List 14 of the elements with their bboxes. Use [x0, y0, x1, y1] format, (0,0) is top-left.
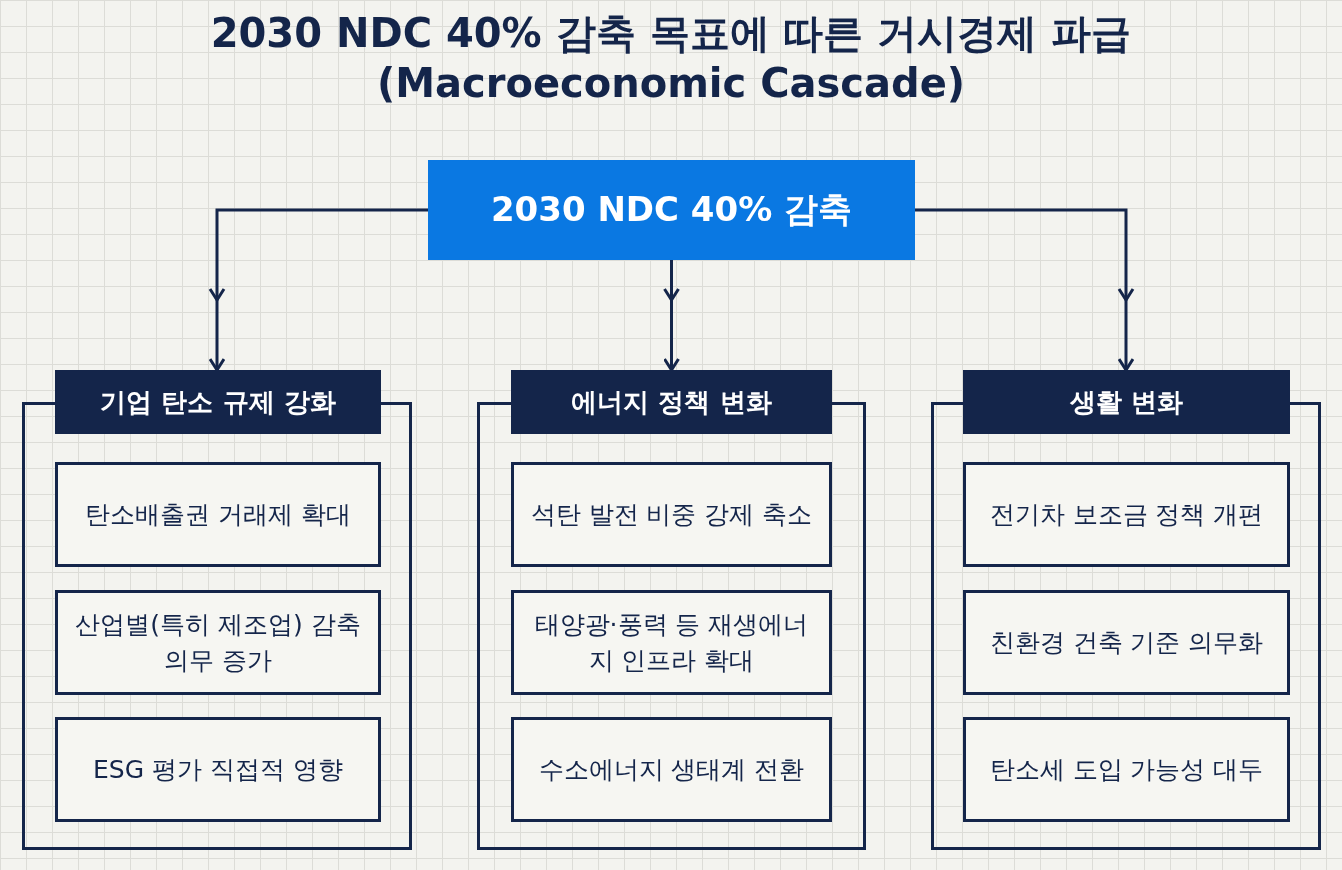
heading-tab: 생활 변화 [963, 370, 1290, 434]
item-box: ESG 평가 직접적 영향 [55, 717, 381, 822]
source-box: 2030 NDC 40% 감축 [428, 160, 915, 260]
item-box: 탄소배출권 거래제 확대 [55, 462, 381, 567]
heading-tab: 에너지 정책 변화 [511, 370, 832, 434]
item-box: 수소에너지 생태계 전환 [511, 717, 832, 822]
item-box: 전기차 보조금 정책 개편 [963, 462, 1290, 567]
item-box: 태양광·풍력 등 재생에너지 인프라 확대 [511, 590, 832, 695]
item-box: 탄소세 도입 가능성 대두 [963, 717, 1290, 822]
title-text: 2030 NDC 40% 감축 목표에 따른 거시경제 파급 (Macroeconomic Cascade) [209, 9, 1133, 108]
item-box: 친환경 건축 기준 의무화 [963, 590, 1290, 695]
item-box: 산업별(특히 제조업) 감축 의무 증가 [55, 590, 381, 695]
heading-tab: 기업 탄소 규제 강화 [55, 370, 381, 434]
item-box: 석탄 발전 비중 강제 축소 [511, 462, 832, 567]
